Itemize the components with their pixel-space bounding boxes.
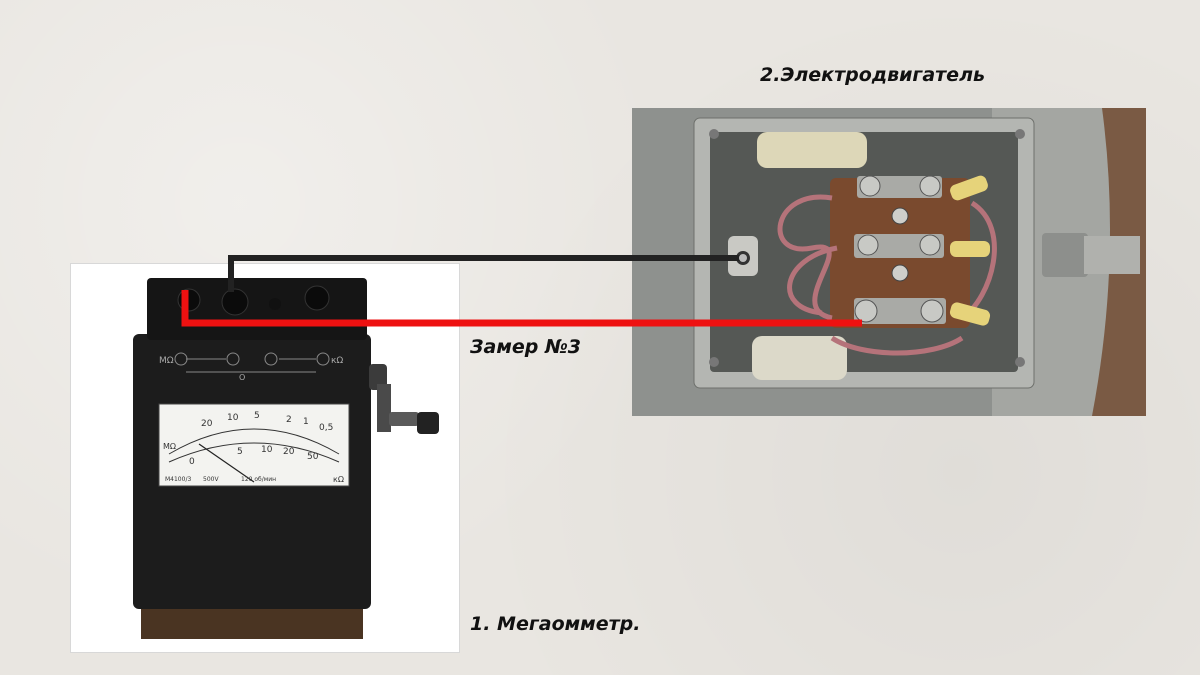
scale-top-label: 2 <box>286 415 292 425</box>
terminal-knob-left <box>177 288 201 312</box>
scale-bottom-labels: 0 5 10 20 50 <box>189 445 319 467</box>
terminal-hole <box>269 298 281 310</box>
scale-unit-left: МΩ <box>163 442 176 451</box>
terminal-knob-middle <box>221 288 249 316</box>
box-screw <box>1015 357 1025 367</box>
ground-stud-hole <box>736 251 750 265</box>
scale-bottom-label: 50 <box>307 452 319 462</box>
scale-top-label: 0,5 <box>319 423 333 433</box>
terminal-label-zero: О <box>239 373 245 382</box>
terminal-label-kohm: кΩ <box>331 356 343 366</box>
bridge-screw <box>891 207 909 225</box>
box-screw <box>709 357 719 367</box>
model-text: М4100/3 <box>165 476 191 483</box>
cable-gland-top <box>757 132 867 168</box>
scale-bottom-label: 5 <box>237 447 243 457</box>
motor-title: 2.Электродвигатель <box>760 64 986 86</box>
megohmmeter-photo: МΩ О кΩ 20 10 5 2 1 0,5 0 5 10 20 50 <box>70 263 460 653</box>
motor-shaft <box>1084 236 1140 274</box>
bridge-screw <box>891 264 909 282</box>
scale-arc-top <box>168 428 340 455</box>
scale-bottom-label: 0 <box>189 457 195 467</box>
rpm-text: 120 об/мин <box>241 476 276 483</box>
cable-gland-bottom <box>752 336 847 380</box>
terminal-row-3 <box>854 298 946 324</box>
terminal-legend <box>174 352 330 373</box>
meter-needle <box>198 443 255 483</box>
terminal-knob-right <box>304 285 330 311</box>
motor-illustration <box>632 108 1146 416</box>
terminal-row-2 <box>854 234 944 258</box>
measurement-label: Замер №3 <box>470 336 582 358</box>
scale-unit-right: кΩ <box>333 475 344 484</box>
meter-label: 1. Мегаомметр. <box>470 613 641 635</box>
meter-scale-window <box>158 403 350 487</box>
crank-handle <box>369 364 439 434</box>
box-screw <box>709 129 719 139</box>
scale-top-label: 20 <box>201 419 213 429</box>
scale-arc-bottom <box>168 442 340 463</box>
scale-top-label: 1 <box>303 417 309 427</box>
motor-shaft-nut <box>1042 233 1088 277</box>
meter-top-panel <box>147 278 367 340</box>
megohmmeter-illustration: МΩ О кΩ 20 10 5 2 1 0,5 0 5 10 20 50 <box>133 278 439 639</box>
cable-lugs <box>949 175 991 326</box>
scale-top-label: 10 <box>227 413 239 423</box>
motor-photo <box>632 108 1146 416</box>
scale-bottom-label: 10 <box>261 445 273 455</box>
terminal-label-mohm: МΩ <box>159 356 174 366</box>
scale-bottom-label: 20 <box>283 447 295 457</box>
terminal-row-1 <box>857 175 942 198</box>
box-screw <box>1015 129 1025 139</box>
scale-top-labels: 20 10 5 2 1 0,5 <box>201 411 333 433</box>
voltage-text: 500V <box>203 476 219 483</box>
scale-top-label: 5 <box>254 411 260 421</box>
